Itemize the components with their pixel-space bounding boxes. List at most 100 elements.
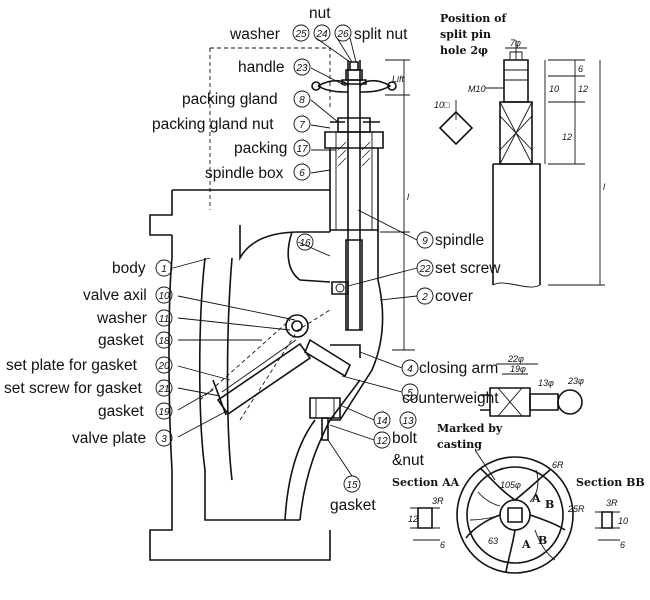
callout-12: 12 <box>373 431 391 449</box>
callout-3: 3 <box>155 429 173 447</box>
callout-22: 22 <box>416 259 434 277</box>
callout-24: 24 <box>313 24 331 42</box>
label-gasket-19: gasket <box>98 403 144 420</box>
callout-19: 19 <box>155 402 173 420</box>
dim-19: 19φ <box>510 364 526 374</box>
svg-text:21: 21 <box>157 384 169 395</box>
callout-7: 7 <box>293 115 311 133</box>
dim-63: 63 <box>488 536 498 546</box>
svg-text:25: 25 <box>294 29 307 40</box>
svg-text:7: 7 <box>299 120 305 131</box>
dim-22: 22φ <box>507 354 524 364</box>
svg-text:20: 20 <box>157 361 170 372</box>
valve-body-drawing <box>149 47 415 561</box>
callout-10: 10 <box>155 286 173 304</box>
callout-16: 16 <box>296 233 314 251</box>
callout-15: 15 <box>343 475 361 493</box>
label-counterweight: counterweight <box>402 390 499 407</box>
dim-aa-6: 6 <box>440 540 445 550</box>
callout-20: 20 <box>155 356 173 374</box>
letter-b2: B <box>538 534 547 547</box>
svg-text:13: 13 <box>402 416 414 427</box>
callout-18: 18 <box>155 331 173 349</box>
callout-8: 8 <box>293 90 311 108</box>
section-aa-label: Section AA <box>392 476 460 489</box>
label-cover: cover <box>435 288 473 305</box>
dim-bb-10: 10 <box>618 516 628 526</box>
dim-12b: 12 <box>562 132 572 142</box>
label-spindle: spindle <box>435 232 484 249</box>
svg-text:22: 22 <box>418 264 431 275</box>
callout-23: 23 <box>293 58 311 76</box>
svg-text:18: 18 <box>158 336 170 347</box>
detail-annotations: Position of split pin hole 2φ M10 7φ 6 1… <box>392 12 645 551</box>
callout-1: 1 <box>155 259 173 277</box>
callout-21: 21 <box>155 379 173 397</box>
label-nut: nut <box>309 5 331 22</box>
svg-text:6: 6 <box>299 168 305 179</box>
label-packing: packing <box>234 140 287 157</box>
dim-7: 7φ <box>510 38 521 48</box>
letter-a2: A <box>521 538 531 551</box>
label-handle: handle <box>238 59 285 76</box>
dim-10sq: 10□ <box>434 100 450 110</box>
letter-b1: B <box>545 498 554 511</box>
label-gasket-18: gasket <box>98 332 144 349</box>
svg-text:9: 9 <box>422 236 428 247</box>
dim-10: 10 <box>549 84 559 94</box>
label-packing-gland: packing gland <box>182 91 278 108</box>
label-valve-plate: valve plate <box>72 430 146 447</box>
callout-17: 17 <box>293 139 311 157</box>
handle-detail-drawing <box>410 363 620 574</box>
label-washer: washer <box>96 310 147 327</box>
dim-23: 23φ <box>567 376 584 386</box>
callout-4: 4 <box>401 359 419 377</box>
callout-14: 14 <box>373 411 391 429</box>
svg-text:4: 4 <box>407 364 413 375</box>
svg-text:24: 24 <box>315 29 328 40</box>
svg-text:12: 12 <box>376 436 388 447</box>
callout-25: 25 <box>292 24 310 42</box>
dim-25r: 25R <box>567 504 585 514</box>
svg-text:10: 10 <box>158 291 170 302</box>
callout-2: 2 <box>416 287 434 305</box>
split-pin-note-2: split pin <box>440 28 491 41</box>
label-closing-arm: closing arm <box>419 360 498 377</box>
svg-text:8: 8 <box>299 95 305 106</box>
label-set-screw-gasket: set screw for gasket <box>4 380 143 397</box>
label-set-plate: set plate for gasket <box>6 357 138 374</box>
svg-text:5: 5 <box>407 388 413 399</box>
callout-13: 13 <box>399 411 417 429</box>
label-and-nut: &nut <box>392 452 425 469</box>
part-labels: nut washer split nut handle packing glan… <box>4 5 501 514</box>
marked-by-1: Marked by <box>437 422 503 435</box>
label-spindle-box: spindle box <box>205 165 284 182</box>
label-washer-top: washer <box>229 26 280 43</box>
svg-text:23: 23 <box>295 63 308 74</box>
label-gasket-15: gasket <box>330 497 376 514</box>
dim-105: 105φ <box>500 480 521 490</box>
part-number-callouts: 25 24 26 23 8 7 17 6 1 10 11 18 20 21 19… <box>155 24 434 493</box>
split-pin-note-1: Position of <box>440 12 507 25</box>
callout-5: 5 <box>401 383 419 401</box>
svg-text:11: 11 <box>159 314 169 325</box>
dim-6r: 6R <box>552 460 564 470</box>
svg-text:14: 14 <box>376 416 388 427</box>
dim-aa-3: 3R <box>432 496 444 506</box>
callout-9: 9 <box>416 231 434 249</box>
callout-11: 11 <box>155 309 173 327</box>
leader-lines <box>172 37 418 477</box>
svg-text:16: 16 <box>299 238 311 249</box>
svg-text:3: 3 <box>161 434 167 445</box>
label-bolt: bolt <box>392 430 418 447</box>
label-valve-axil: valve axil <box>83 287 147 304</box>
dim-bb-6: 6 <box>620 540 625 550</box>
dim-lift: Lift <box>392 74 405 84</box>
callout-6: 6 <box>293 163 311 181</box>
dim-bb-3: 3R <box>606 498 618 508</box>
split-pin-note-3: hole 2φ <box>440 44 488 57</box>
section-bb-label: Section BB <box>576 476 645 489</box>
svg-text:15: 15 <box>346 480 358 491</box>
svg-text:2: 2 <box>421 292 428 303</box>
